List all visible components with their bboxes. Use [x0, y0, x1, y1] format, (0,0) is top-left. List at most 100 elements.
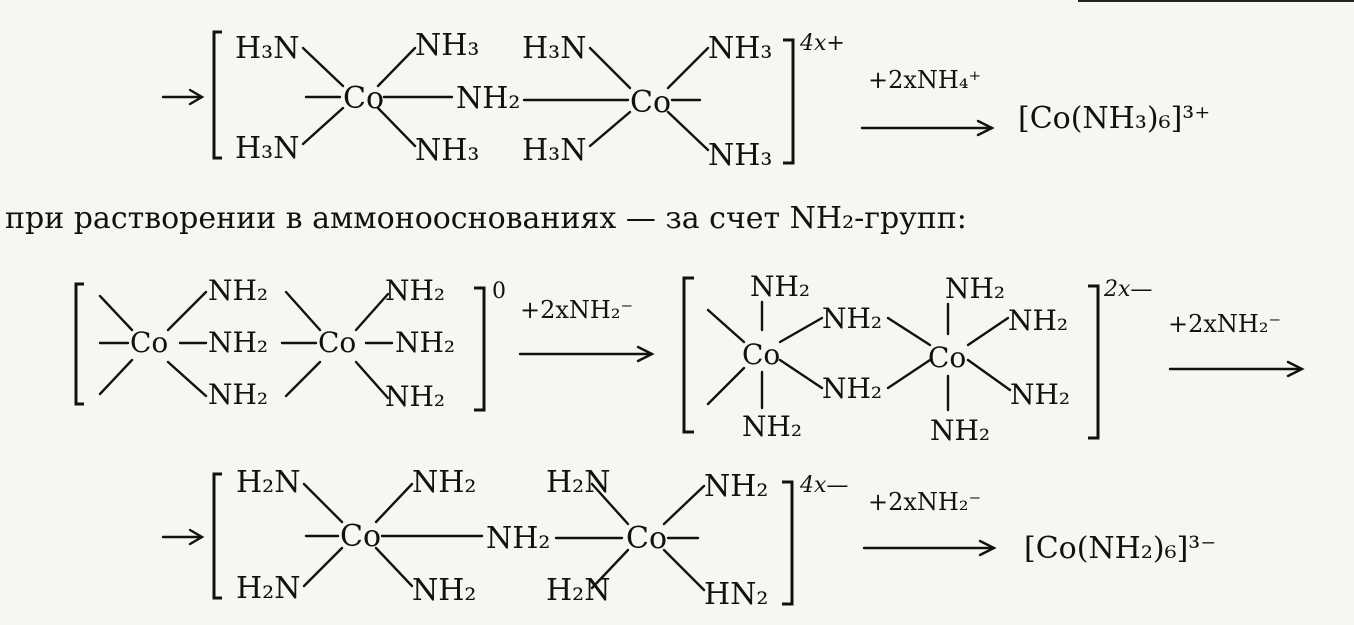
bond	[590, 482, 630, 526]
row-3-amide-complex: H₂N H₂N Co NH₂ NH₂ NH₂ H₂N H₂N Co NH₂ HN…	[161, 465, 1216, 612]
ligand-h3n: H₃N	[522, 133, 586, 168]
bridge-nh2: NH₂	[208, 326, 268, 359]
ligand-nh3: NH₃	[415, 133, 479, 168]
ligand-h2n: H₂N	[236, 571, 300, 606]
row-2-neutral-complex: Co NH₂ NH₂ NH₂ Co NH₂ NH₂ NH₂ 0 +2xNH₂⁻	[74, 274, 655, 413]
reaction-arrow-head	[636, 345, 655, 363]
bond	[376, 46, 417, 88]
bond	[302, 482, 344, 524]
bond	[301, 46, 345, 88]
cobalt-atom: Co	[130, 326, 168, 359]
ligand-nh2: NH₂	[704, 469, 768, 504]
reaction-arrow-head	[1286, 360, 1305, 378]
ligand-nh2: NH₂	[1010, 378, 1070, 411]
reagent-label: +2xNH₄⁺	[868, 66, 981, 94]
reagent-label: +2xNH₂⁻	[520, 296, 633, 324]
bond	[886, 358, 932, 390]
ligand-nh2: NH₂	[385, 274, 445, 307]
ligand-h3n: H₃N	[235, 131, 299, 166]
charge-label: 4x—	[799, 473, 848, 498]
bond	[666, 46, 710, 90]
ligand-nh2: NH₂	[208, 274, 268, 307]
text-line: при растворении в аммоноосновaниях — за …	[5, 201, 967, 236]
bridge-nh2: NH₂	[822, 302, 882, 335]
product-label: [Co(NH₂)₆]³⁻	[1024, 531, 1216, 566]
ligand-nh2: NH₂	[945, 272, 1005, 305]
ligand-nh2: NH₂	[742, 410, 802, 443]
left-bracket	[682, 276, 694, 434]
page-edge-rule	[1078, 0, 1354, 2]
ligand-nh3: NH₃	[415, 28, 479, 63]
bond	[376, 106, 417, 148]
cobalt-atom: Co	[318, 326, 356, 359]
ligand-hn2: HN₂	[704, 577, 768, 612]
reaction-arrow-head	[978, 539, 997, 557]
cobalt-atom: Co	[928, 341, 966, 374]
bond	[666, 110, 710, 152]
ligand-nh2: NH₂	[395, 326, 455, 359]
bond	[886, 316, 932, 347]
bridge-nh2: NH₂	[822, 372, 882, 405]
bond	[98, 294, 134, 332]
row-1-ammonia-complex: H₃N H₃N Co NH₃ NH₃ NH₂ H₃N H₃N Co NH₃ NH…	[161, 28, 1210, 173]
cobalt-atom: Co	[742, 338, 780, 371]
bridge-nh2: NH₂	[456, 81, 520, 116]
left-bracket	[212, 30, 222, 160]
ligand-nh3: NH₃	[708, 31, 772, 66]
bond	[662, 548, 706, 592]
bond	[354, 292, 390, 332]
ligand-nh2: NH₂	[412, 465, 476, 500]
arrow-head	[188, 528, 205, 546]
cobalt-atom: Co	[626, 521, 667, 556]
bond	[284, 360, 322, 398]
arrow-head	[188, 88, 205, 106]
bond	[98, 358, 134, 396]
bond	[374, 482, 414, 524]
ligand-nh2: NH₂	[1008, 304, 1068, 337]
left-bracket	[212, 472, 222, 600]
bond	[778, 316, 824, 344]
ligand-nh2: NH₂	[412, 573, 476, 608]
bond	[166, 290, 208, 332]
ligand-h3n: H₃N	[522, 31, 586, 66]
ligand-h2n: H₂N	[236, 465, 300, 500]
reagent-label: +2xNH₂⁻	[1168, 310, 1281, 338]
charge-label: 0	[492, 279, 506, 304]
right-bracket	[783, 38, 795, 165]
bond	[588, 110, 632, 148]
bond	[590, 548, 630, 590]
bond	[166, 360, 208, 398]
bond	[706, 366, 746, 406]
bond	[778, 358, 824, 390]
right-bracket	[474, 286, 486, 412]
row-2-anion-complex: NH₂ Co NH₂ NH₂ NH₂ Co NH₂ NH₂ NH₂ NH₂ 2x…	[682, 270, 1305, 447]
bond	[302, 546, 344, 588]
bond	[588, 46, 632, 90]
bond	[354, 360, 390, 400]
bridge-nh2: NH₂	[486, 521, 550, 556]
ligand-h3n: H₃N	[235, 31, 299, 66]
bond	[966, 316, 1010, 347]
ligand-nh2: NH₂	[385, 380, 445, 413]
reaction-arrow-head	[976, 119, 995, 137]
ligand-nh2: NH₂	[750, 270, 810, 303]
charge-label: 4x+	[799, 31, 845, 56]
product-label: [Co(NH₃)₆]³⁺	[1018, 101, 1210, 136]
ligand-nh3: NH₃	[708, 138, 772, 173]
left-bracket	[74, 282, 84, 406]
reagent-label: +2xNH₂⁻	[868, 488, 981, 516]
bond	[374, 546, 414, 588]
right-bracket	[1088, 284, 1100, 440]
ligand-nh2: NH₂	[208, 378, 268, 411]
ligand-nh2: NH₂	[930, 414, 990, 447]
cobalt-atom: Co	[340, 519, 381, 554]
bond	[301, 106, 345, 146]
bond	[662, 484, 706, 526]
bond	[966, 358, 1012, 392]
right-bracket	[782, 480, 794, 606]
charge-label: 2x—	[1103, 277, 1152, 302]
bond	[706, 308, 746, 344]
cobalt-atom: Co	[630, 85, 671, 120]
